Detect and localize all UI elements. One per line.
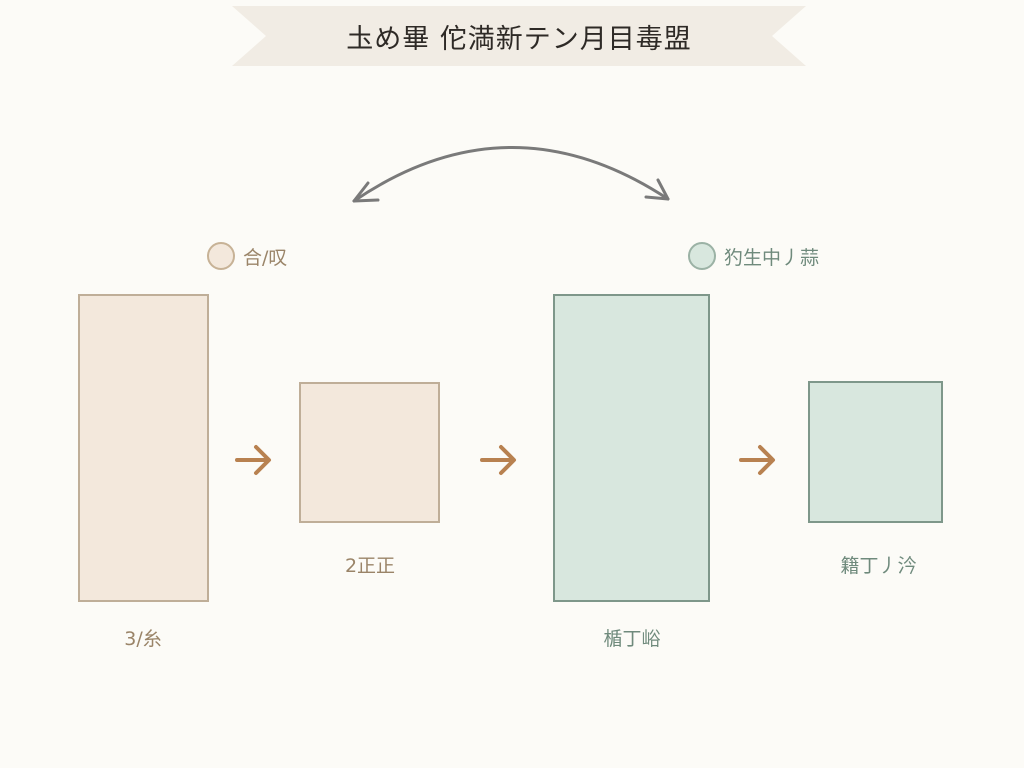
box-3-caption: 楯丁峪	[603, 628, 661, 650]
legend-item-beige: 合/叹	[207, 242, 287, 270]
box-4-caption: 籍丁丿汵	[840, 555, 917, 577]
box-1-caption: 3/糸	[124, 628, 162, 650]
legend-label: 合/叹	[243, 246, 288, 269]
bidirectional-arc-arrow-icon	[352, 146, 670, 203]
title-banner: 圡め畢 佗満新テン月目毒盟	[232, 6, 806, 66]
box-3-tall-green	[553, 294, 710, 602]
ribbon-shape	[232, 6, 806, 66]
box-4-square-green	[808, 381, 943, 523]
arrow-right-icon	[480, 445, 516, 475]
legend-dot-beige-icon	[207, 242, 235, 270]
legend-label: 犳生中丿蒜	[724, 246, 820, 269]
legend-item-green: 犳生中丿蒜	[688, 242, 819, 270]
arrow-right-icon	[235, 445, 271, 475]
box-2-caption: 2正正	[344, 555, 396, 577]
box-1-tall-beige	[78, 294, 209, 602]
legend-dot-green-icon	[688, 242, 716, 270]
arrow-right-icon	[739, 445, 775, 475]
box-2-square-beige	[299, 382, 440, 523]
diagram-title: 圡め畢 佗満新テン月目毒盟	[346, 23, 692, 55]
